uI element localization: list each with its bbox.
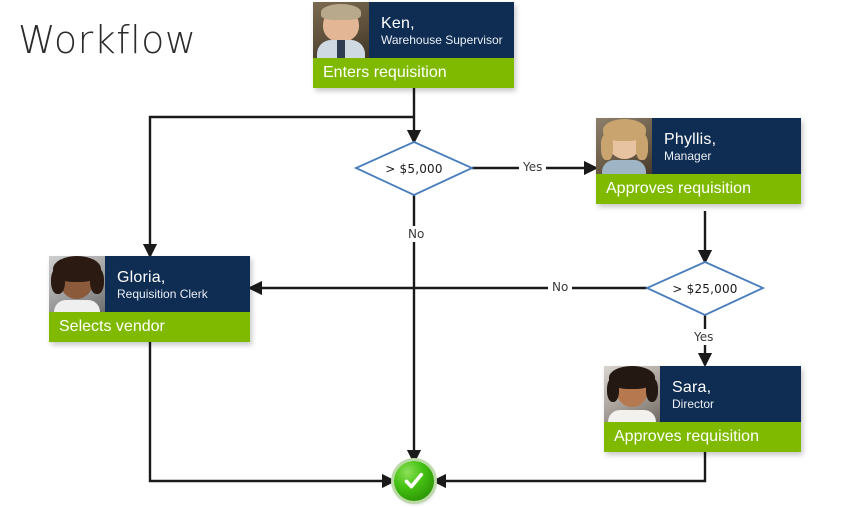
phyllis-name: Phyllis,: [664, 130, 717, 148]
sara-name: Sara,: [672, 378, 712, 396]
edge-label-decision1-yes: Yes: [519, 159, 547, 175]
photo-of-sara-icon: [604, 366, 660, 422]
edge-gloria-to-end: [148, 341, 397, 489]
ken-role: Warehouse Supervisor: [381, 32, 503, 47]
edge-label-decision2-no: No: [548, 279, 573, 295]
edge-sara-to-end: [431, 452, 707, 489]
decision-1-label: > $5,000: [385, 161, 443, 176]
check-mark-icon: [404, 472, 424, 489]
workflow-complete-node[interactable]: [394, 461, 434, 501]
edge-label-decision1-no: No: [404, 226, 429, 242]
phyllis-card-header: Phyllis, Manager: [596, 118, 801, 174]
gloria-action: Selects vendor: [49, 312, 250, 342]
phyllis-role: Manager: [664, 148, 712, 163]
ken-card-identity: Ken, Warehouse Supervisor: [369, 2, 514, 58]
page-title: Workflow: [18, 18, 197, 62]
role-card-phyllis[interactable]: Phyllis, Manager Approves requisition: [596, 118, 801, 204]
photo-of-phyllis-icon: [596, 118, 652, 174]
ken-card-header: Ken, Warehouse Supervisor: [313, 2, 514, 58]
gloria-card-identity: Gloria, Requisition Clerk: [105, 256, 250, 312]
edge-label-decision2-yes: Yes: [690, 329, 718, 345]
sara-card-identity: Sara, Director: [660, 366, 801, 422]
sara-card-header: Sara, Director: [604, 366, 801, 422]
phyllis-card-identity: Phyllis, Manager: [652, 118, 801, 174]
photo-of-ken-icon: [313, 2, 369, 58]
gloria-card-header: Gloria, Requisition Clerk: [49, 256, 250, 312]
role-card-ken[interactable]: Ken, Warehouse Supervisor Enters requisi…: [313, 2, 514, 88]
decision-2-label: > $25,000: [672, 281, 738, 296]
ken-name: Ken,: [381, 14, 415, 32]
photo-of-gloria-icon: [49, 256, 105, 312]
sara-role: Director: [672, 396, 715, 411]
ken-action: Enters requisition: [313, 58, 514, 88]
sara-action: Approves requisition: [604, 422, 801, 452]
gloria-role: Requisition Clerk: [117, 286, 208, 301]
phyllis-action: Approves requisition: [596, 174, 801, 204]
role-card-gloria[interactable]: Gloria, Requisition Clerk Selects vendor: [49, 256, 250, 342]
decision-node-1[interactable]: > $5,000: [356, 142, 472, 195]
decision-node-2[interactable]: > $25,000: [647, 262, 763, 315]
gloria-name: Gloria,: [117, 268, 166, 286]
role-card-sara[interactable]: Sara, Director Approves requisition: [604, 366, 801, 452]
